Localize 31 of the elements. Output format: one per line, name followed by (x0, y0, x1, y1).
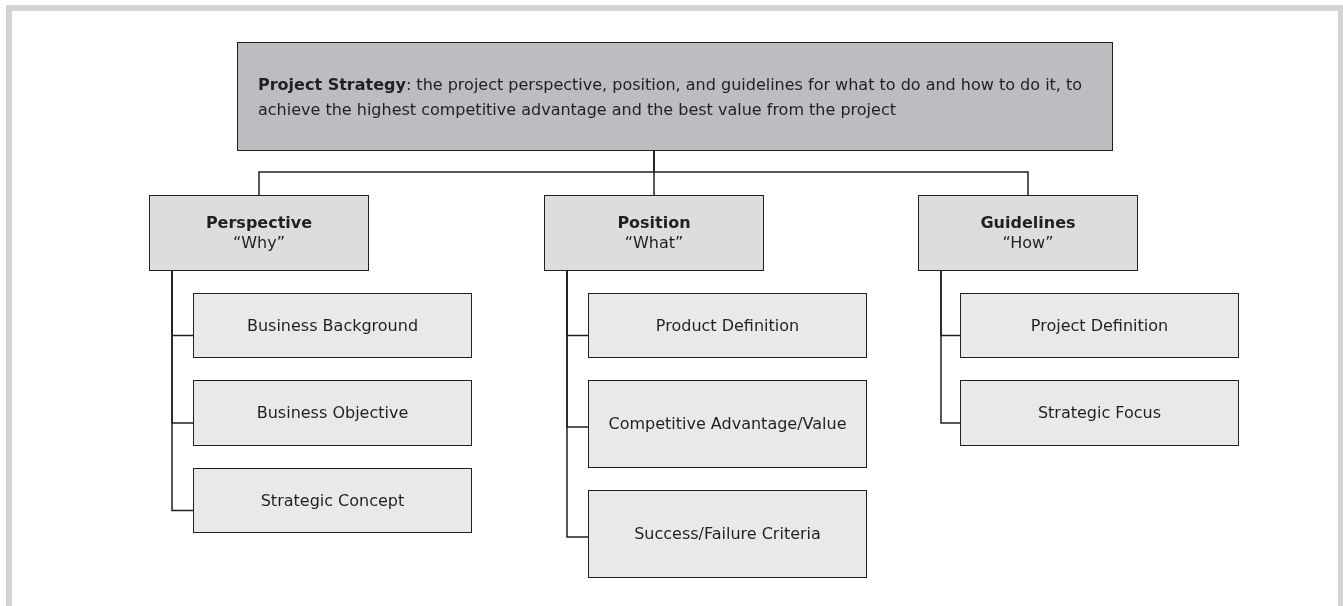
item-label: Competitive Advantage/Value (608, 414, 847, 434)
category-title: Guidelines (980, 213, 1076, 233)
strategy-definition: Project Strategy: the project perspective, position, and guidelines for what to do and how to do it, to achieve the highest competitive advantage and the best value from the project (258, 73, 1084, 121)
connector-line (940, 270, 961, 424)
item-label: Strategic Concept (260, 490, 405, 511)
category-title: Perspective (205, 213, 313, 233)
connector-line (653, 150, 1029, 196)
item-label: Project Definition (1030, 315, 1169, 336)
category-box (544, 195, 764, 271)
connector-line (171, 270, 194, 512)
item-label: Strategic Focus (1037, 403, 1162, 423)
category-title: Position (617, 213, 691, 233)
item-label: Business Objective (256, 403, 409, 423)
item-box (588, 490, 867, 578)
item-box (960, 293, 1239, 358)
item-label: Product Definition (655, 315, 800, 336)
category-box (918, 195, 1138, 271)
item-box (588, 293, 867, 358)
item-box (588, 380, 867, 468)
category-question: “How” (1002, 233, 1054, 253)
connector-line (566, 270, 589, 538)
strategy-box (237, 42, 1113, 151)
category-box (149, 195, 369, 271)
item-box (193, 468, 472, 533)
item-label: Success/Failure Criteria (634, 524, 821, 544)
item-label: Business Background (246, 315, 419, 336)
category-question: “Why” (233, 233, 285, 253)
item-box (193, 380, 472, 446)
item-box (960, 380, 1239, 446)
item-box (193, 293, 472, 358)
category-question: “What” (624, 233, 684, 253)
